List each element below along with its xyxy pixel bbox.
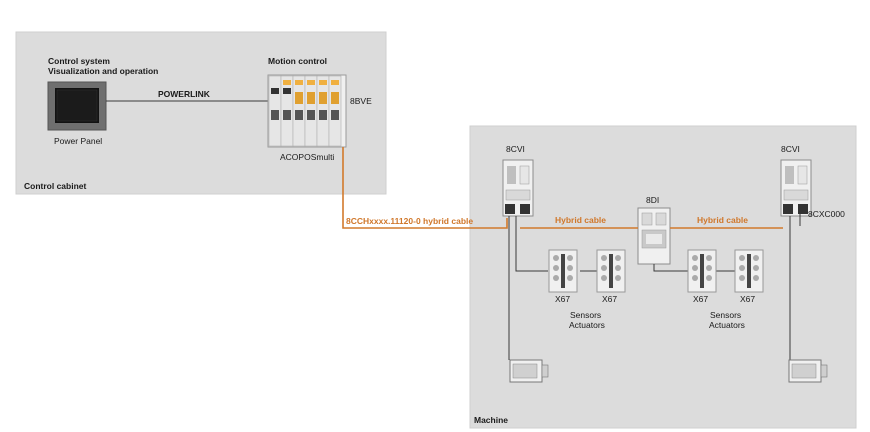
sensors-left-label: Sensors — [570, 310, 601, 320]
inverter-icon — [780, 159, 812, 217]
inverter-icon — [502, 159, 534, 217]
actuators-right-label: Actuators — [709, 320, 745, 330]
io-module-icon — [596, 249, 626, 293]
sensors-right-label: Sensors — [710, 310, 741, 320]
hybrid-cable-main — [342, 147, 508, 229]
motor-icon — [788, 359, 828, 383]
sensor-cable-left — [515, 216, 548, 272]
hybrid-cable-left-label: Hybrid cable — [555, 215, 606, 225]
io-module-label: X67 — [555, 294, 570, 304]
left-inverter-label: 8CVI — [506, 144, 525, 154]
drive-model-label: 8BVE — [350, 96, 372, 106]
power-panel-label: Power Panel — [54, 136, 102, 146]
io-module-label: X67 — [693, 294, 708, 304]
distributor-icon — [637, 207, 671, 265]
io-module-icon — [734, 249, 764, 293]
actuators-left-label: Actuators — [569, 320, 605, 330]
machine-title: Machine — [474, 415, 508, 425]
right-inverter-label: 8CVI — [781, 144, 800, 154]
io-module-icon — [687, 249, 717, 293]
hybrid-cable-right-label: Hybrid cable — [697, 215, 748, 225]
hybrid-cable-main-label: 8CCHxxxx.11120-0 hybrid cable — [346, 216, 473, 226]
visualization-title: Visualization and operation — [48, 66, 158, 76]
io-module-icon — [548, 249, 578, 293]
powerlink-label: POWERLINK — [158, 89, 211, 99]
distributor-label: 8DI — [646, 195, 659, 205]
io-module-label: X67 — [602, 294, 617, 304]
drive-system-label: ACOPOSmulti — [280, 152, 334, 162]
panel-pc-icon — [47, 81, 107, 131]
motor-icon — [509, 359, 549, 383]
sensor-cable-right — [653, 264, 688, 272]
drive-module-icon — [267, 74, 347, 148]
control-system-title: Control system — [48, 56, 110, 66]
control-cabinet-title: Control cabinet — [24, 181, 87, 191]
connector-label: 8CXC000 — [808, 209, 845, 219]
motion-control-title: Motion control — [268, 56, 327, 66]
io-module-label: X67 — [740, 294, 755, 304]
